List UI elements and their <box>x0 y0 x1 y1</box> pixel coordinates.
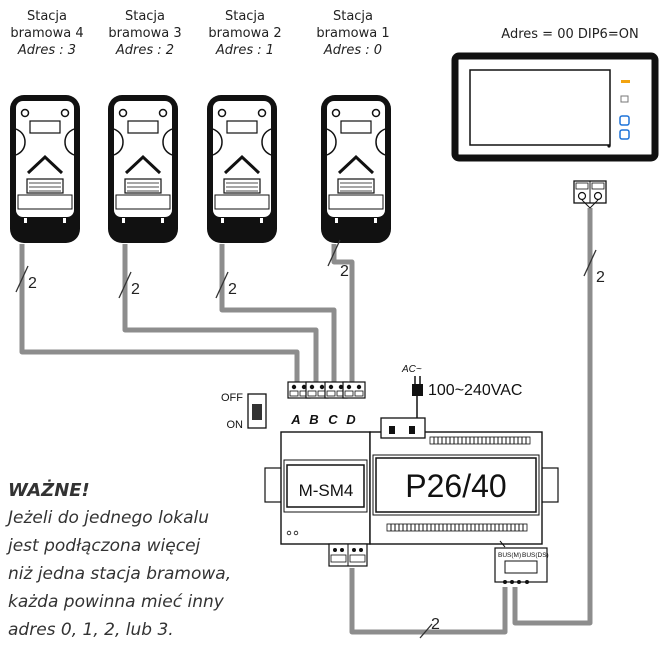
station-name: Stacja bramowa 1 <box>316 9 390 41</box>
gate-station-3 <box>106 93 180 245</box>
note-line: adres 0, 1, 2, lub 3. <box>8 620 174 640</box>
input-d-label: D <box>346 412 356 427</box>
station-label-2: Stacja bramowa 2 Adres : 1 <box>200 8 290 59</box>
station-name: Stacja bramowa 3 <box>108 9 182 41</box>
input-b-label: B <box>309 412 318 427</box>
input-a-label: A <box>290 412 300 427</box>
station-address: Adres : 1 <box>215 43 275 58</box>
wire-count-label: 2 <box>596 269 605 286</box>
wire-count-label: 2 <box>28 275 37 292</box>
terminal-d <box>342 381 366 399</box>
din-rail-assembly: M-SM4 P26/40 <box>264 417 559 545</box>
note-line: niż jedna stacja bramowa, <box>8 564 232 584</box>
bus-terminal: BUS(M) BUS(DS) <box>494 540 549 584</box>
station-name: Stacja bramowa 4 <box>10 9 84 41</box>
station-label-4: Stacja bramowa 4 Adres : 3 <box>2 8 92 59</box>
indoor-monitor <box>451 52 659 209</box>
wire-count-label: 2 <box>340 263 349 280</box>
station-name: Stacja bramowa 2 <box>208 9 282 41</box>
station-address: Adres : 3 <box>17 43 77 58</box>
note-line: jest podłączona więcej <box>8 536 201 556</box>
wire-count-label: 2 <box>431 616 440 633</box>
station-address: Adres : 2 <box>115 43 175 58</box>
note-line: każda powinna mieć inny <box>8 592 224 612</box>
monitor-address-label: Adres = 00 DIP6=ON <box>501 27 639 42</box>
gate-station-2 <box>205 93 279 245</box>
status-led <box>621 80 630 83</box>
important-note: WAŻNE! Jeżeli do jednego lokalu jest pod… <box>8 478 278 644</box>
gate-station-4 <box>8 93 82 245</box>
voltage-label: 100~240VAC <box>428 382 522 399</box>
gate-station-1 <box>319 93 393 245</box>
monitor-button-icon <box>619 129 630 140</box>
switch-on-label: ON <box>227 419 244 431</box>
switch-off-label: OFF <box>221 392 243 404</box>
bus-m-label: BUS(M) <box>498 552 521 559</box>
module-name: M-SM4 <box>299 481 354 500</box>
power-plug-icon: AC~ 100~240VAC <box>401 364 522 418</box>
m-sm4-output-terminal <box>328 543 368 567</box>
wire-count-label: 2 <box>131 281 140 298</box>
wire-count-label: 2 <box>228 281 237 298</box>
input-c-label: C <box>328 412 338 427</box>
station-address: Adres : 0 <box>323 43 383 58</box>
station-label-3: Stacja bramowa 3 Adres : 2 <box>100 8 190 59</box>
station-label-1: Stacja bramowa 1 Adres : 0 <box>308 8 398 59</box>
wire-count-marks <box>15 239 597 639</box>
bus-ds-label: BUS(DS) <box>522 552 549 559</box>
dip-switch: OFF ON <box>221 392 267 431</box>
note-title: WAŻNE! <box>8 480 90 501</box>
power-supply-name: P26/40 <box>405 468 506 504</box>
note-line: Jeżeli do jednego lokalu <box>8 508 209 528</box>
monitor-button-icon <box>619 115 630 126</box>
ac-label: AC~ <box>401 364 422 375</box>
